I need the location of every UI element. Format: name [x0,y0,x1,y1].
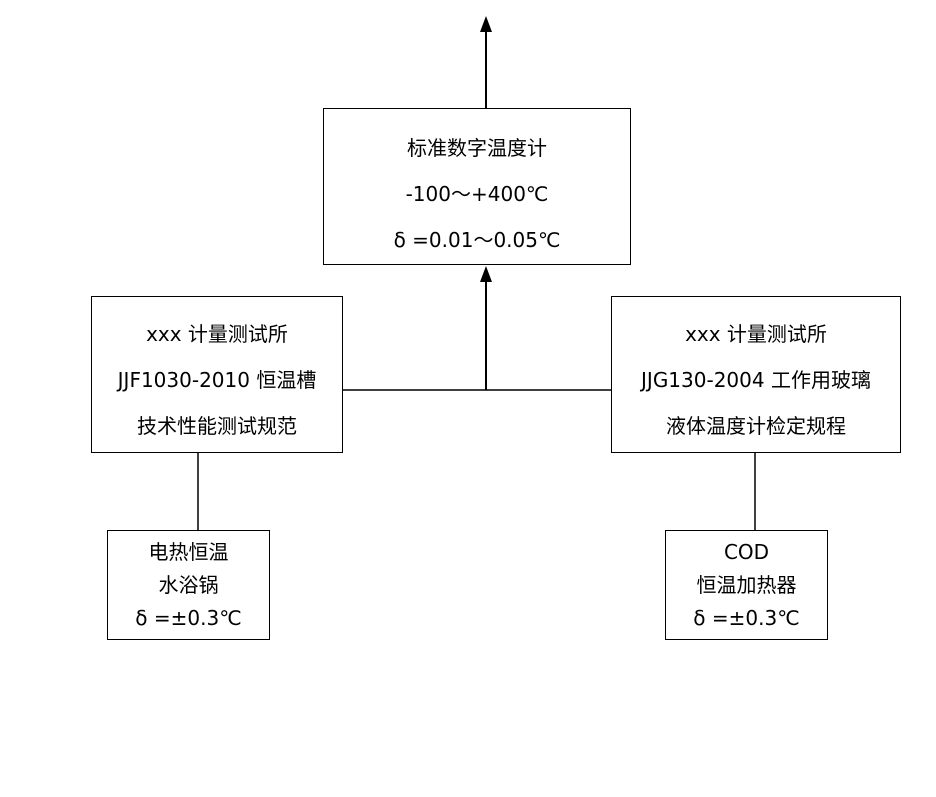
standard-range: -100～+400℃ [405,182,549,206]
cod-heater-accuracy: δ =±0.3℃ [693,606,800,630]
center-arrow-head [480,266,492,282]
top-arrow-head [480,16,492,32]
left-institute-spec: 技术性能测试规范 [137,414,297,438]
standard-thermometer-box: 标准数字温度计 -100～+400℃ δ =0.01～0.05℃ [323,108,631,265]
cod-heater-box: COD 恒温加热器 δ =±0.3℃ [665,530,828,640]
water-bath-accuracy: δ =±0.3℃ [135,606,242,630]
left-institute-name: xxx 计量测试所 [146,322,288,346]
right-institute-spec: 液体温度计检定规程 [666,414,846,438]
water-bath-line2: 水浴锅 [158,573,219,597]
water-bath-line1: 电热恒温 [148,540,229,564]
left-institute-code: JJF1030-2010 恒温槽 [117,368,317,392]
left-institute-box: xxx 计量测试所 JJF1030-2010 恒温槽 技术性能测试规范 [91,296,343,453]
cod-heater-line1: COD [723,540,770,564]
right-institute-box: xxx 计量测试所 JJG130-2004 工作用玻璃 液体温度计检定规程 [611,296,901,453]
right-institute-code: JJG130-2004 工作用玻璃 [641,368,871,392]
water-bath-box: 电热恒温 水浴锅 δ =±0.3℃ [107,530,270,640]
right-institute-name: xxx 计量测试所 [685,322,827,346]
standard-accuracy: δ =0.01～0.05℃ [393,228,561,252]
cod-heater-line2: 恒温加热器 [696,573,797,597]
standard-title: 标准数字温度计 [407,136,547,160]
